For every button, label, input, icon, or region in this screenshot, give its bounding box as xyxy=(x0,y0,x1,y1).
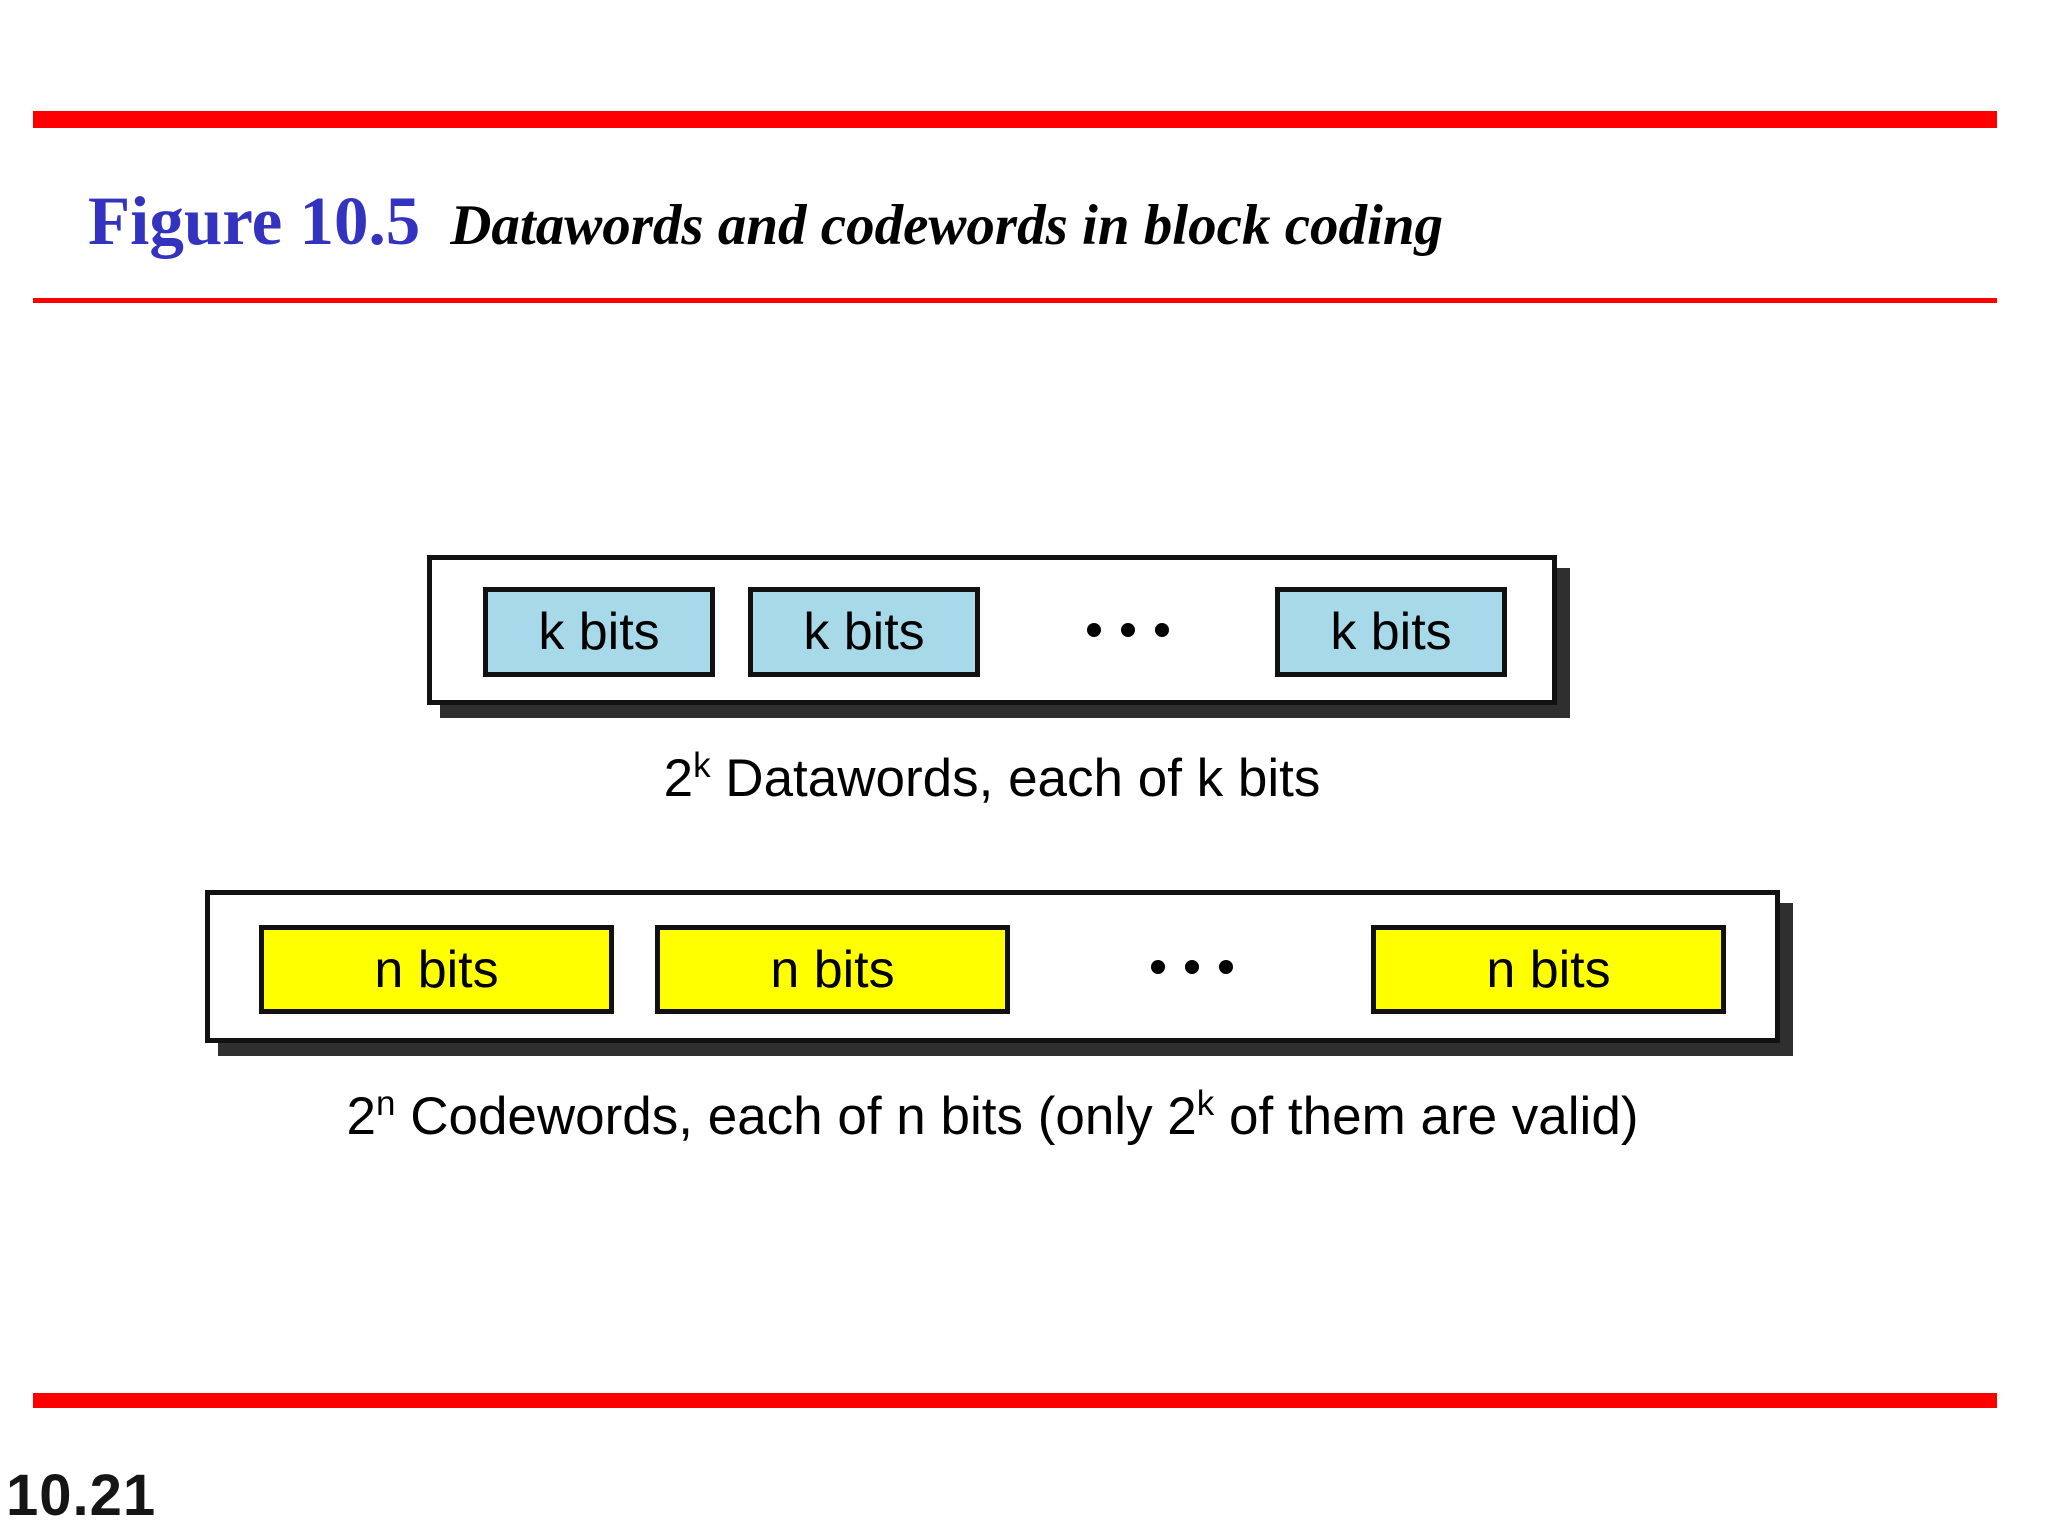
codewords-container-box: n bits n bits n bits xyxy=(205,890,1780,1043)
caption-end: of them are valid) xyxy=(1214,1087,1639,1146)
dot-icon xyxy=(1155,623,1169,637)
dot-icon xyxy=(1121,623,1135,637)
codeword-cell: n bits xyxy=(655,925,1010,1014)
dataword-cell: k bits xyxy=(1275,587,1507,677)
caption-base: 2 xyxy=(346,1087,377,1146)
caption-rest: Datawords, each of k bits xyxy=(710,749,1321,808)
dot-icon xyxy=(1151,959,1165,974)
caption-superscript: n xyxy=(376,1083,396,1123)
ellipsis-icon xyxy=(1087,560,1169,700)
datawords-container-box: k bits k bits k bits xyxy=(427,555,1557,705)
caption-mid: Codewords, each of n bits (only 2 xyxy=(395,1087,1197,1146)
bottom-red-rule xyxy=(33,1393,1997,1408)
ellipsis-icon xyxy=(1151,895,1233,1038)
codeword-cell: n bits xyxy=(259,925,614,1014)
dataword-cell: k bits xyxy=(483,587,715,677)
caption-base: 2 xyxy=(663,749,694,808)
figure-label: Figure 10.5 xyxy=(88,183,421,259)
caption-superscript: k xyxy=(1196,1083,1215,1123)
caption-superscript: k xyxy=(693,745,711,785)
datawords-caption: 2k Datawords, each of k bits xyxy=(427,748,1557,809)
top-red-rule xyxy=(33,111,1997,128)
figure-caption: Datawords and codewords in block coding xyxy=(450,194,1444,257)
codewords-caption: 2n Codewords, each of n bits (only 2k of… xyxy=(205,1086,1780,1147)
page-number: 10.21 xyxy=(6,1463,157,1528)
title-underline-rule xyxy=(33,298,1997,303)
dataword-cell: k bits xyxy=(748,587,980,677)
dot-icon xyxy=(1219,959,1233,974)
title-row: Figure 10.5 Datawords and codewords in b… xyxy=(88,182,1443,261)
dot-icon xyxy=(1087,623,1101,637)
dot-icon xyxy=(1185,959,1199,974)
codeword-cell: n bits xyxy=(1371,925,1726,1014)
